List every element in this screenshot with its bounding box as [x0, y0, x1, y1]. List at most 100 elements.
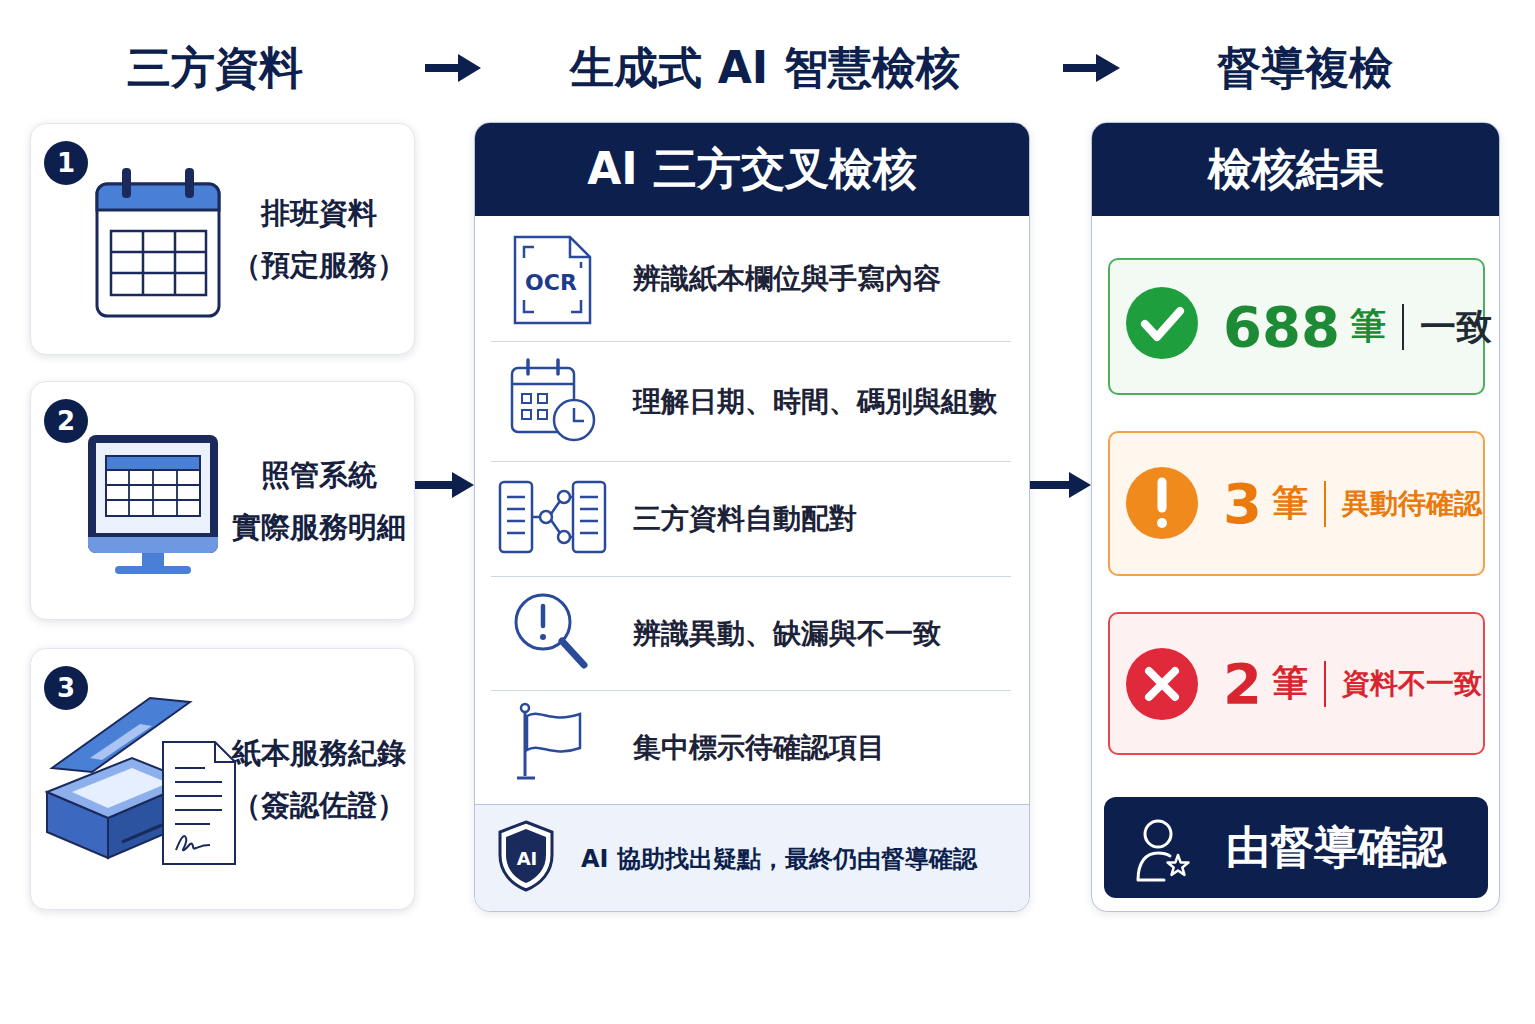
error-icon-part	[1126, 648, 1198, 720]
shield-icon	[500, 822, 552, 890]
column-heading: 三方資料	[127, 39, 303, 98]
warning-icon-part	[1157, 518, 1167, 528]
node-text: 照管系統	[261, 455, 377, 495]
step-row: 集中標示待確認項目	[491, 691, 1011, 804]
warning-icon	[1126, 467, 1198, 539]
text-holder: 3筆異動待確認	[1223, 433, 1482, 574]
text-holder: 紙本服務紀錄（簽認佐證）	[227, 649, 411, 909]
signed-document-icon-part	[176, 836, 210, 850]
node-text: 辨識異動、缺漏與不一致	[633, 615, 941, 653]
node-text: 一致	[1402, 304, 1492, 350]
supervisor-icon	[1138, 821, 1189, 880]
signed-document-icon-part	[215, 742, 235, 762]
node-text: AI 協助找出疑點，最終仍由督導確認	[581, 843, 977, 875]
result-box: 688筆一致	[1108, 258, 1485, 395]
warning-icon-part	[1158, 482, 1167, 508]
process-panel: AI 三方交叉檢核辨識紙本欄位與手寫內容理解日期、時間、碼別與組數三方資料自動配…	[474, 122, 1030, 912]
node-text: 筆	[1272, 659, 1308, 708]
supervisor-icon-part	[1168, 855, 1189, 875]
step-row: 辨識異動、缺漏與不一致	[491, 577, 1011, 691]
step-row: 辨識紙本欄位與手寫內容	[491, 216, 1011, 342]
monitor-icon-part	[115, 566, 191, 574]
shield-icon-part	[506, 829, 546, 883]
calendar-icon-part	[185, 168, 194, 198]
text-holder: 照管系統實際服務明細	[227, 382, 411, 619]
text-holder: 3	[44, 666, 88, 710]
signed-document-icon-part	[163, 742, 235, 864]
heading-arrow	[425, 54, 1120, 82]
monitor-icon-part	[88, 537, 218, 553]
node-text: （預定服務）	[232, 245, 406, 285]
node-text: 2	[1223, 654, 1262, 714]
column-heading: 督導複檢	[1217, 39, 1393, 98]
check-icon	[1126, 287, 1198, 359]
data-match-icon-part	[532, 497, 573, 537]
error-icon-part	[1149, 671, 1175, 697]
text-holder: 1	[44, 141, 88, 185]
monitor-icon	[88, 435, 218, 574]
signed-document-icon-part	[175, 768, 222, 824]
magnifier-alert-icon-part	[516, 595, 570, 649]
ocr-document-icon-part	[570, 237, 590, 257]
calendar-clock-icon-part	[528, 360, 558, 374]
calendar-clock-icon-part	[538, 410, 547, 419]
callout-number: 3	[44, 666, 88, 710]
monitor-icon-part	[96, 443, 210, 533]
ocr-document-icon-part	[515, 237, 590, 323]
calendar-icon	[97, 168, 219, 316]
magnifier-alert-icon-part	[562, 641, 584, 665]
action-button: 由督導確認	[1104, 797, 1488, 898]
data-match-icon-part	[507, 497, 525, 533]
scanner-icon-part	[47, 758, 192, 818]
node-text: 集中標示待確認項目	[633, 729, 885, 767]
signed-document-icon	[163, 742, 235, 864]
magnifier-alert-icon-part	[541, 606, 546, 626]
monitor-icon-part	[106, 456, 200, 516]
text-holder: 由督導確認	[1226, 797, 1446, 898]
node-text: AI 三方交叉檢核	[587, 140, 917, 199]
warning-icon-part	[1126, 467, 1198, 539]
calendar-icon-part	[97, 184, 219, 316]
node-text: 3	[57, 668, 75, 708]
flow-arrow	[1030, 481, 1069, 489]
node-text: （簽認佐證）	[232, 785, 406, 825]
ocr-document-icon-part	[524, 247, 581, 312]
column-heading: 生成式 AI 智慧檢核	[570, 39, 959, 98]
data-match-icon-part	[540, 511, 552, 523]
panel-header: AI 三方交叉檢核	[475, 123, 1029, 216]
text-holder: 2	[44, 399, 88, 443]
callout-number: 2	[44, 399, 88, 443]
node-text: 實際服務明細	[232, 507, 406, 547]
node-text: 筆	[1350, 302, 1386, 351]
step-row: 三方資料自動配對	[491, 462, 1011, 577]
text-holder: AI 協助找出疑點，最終仍由督導確認	[581, 805, 977, 912]
result-box: 3筆異動待確認	[1108, 431, 1485, 576]
node-text: 檢核結果	[1208, 140, 1384, 199]
monitor-icon-part	[106, 456, 200, 470]
calendar-clock-icon-part	[538, 394, 547, 403]
data-match-icon-part	[558, 531, 570, 543]
node-text: 筆	[1272, 479, 1308, 528]
calendar-clock-icon-part	[522, 410, 531, 419]
calendar-clock-icon-part	[512, 383, 574, 386]
supervisor-icon-part	[1138, 853, 1170, 880]
node-text: 由督導確認	[1226, 818, 1446, 877]
callout-number: 1	[44, 141, 88, 185]
scanner-icon-part	[52, 698, 190, 772]
calendar-clock-icon-part	[574, 408, 584, 421]
node-text: 辨識紙本欄位與手寫內容	[633, 260, 941, 298]
heading-arrow-part	[425, 64, 460, 72]
scanner-icon-part	[72, 768, 168, 808]
text-holder: 688筆一致	[1223, 260, 1492, 393]
magnifier-alert-icon	[516, 595, 584, 665]
ocr-document-icon	[515, 237, 590, 323]
node-text: 688	[1223, 297, 1340, 357]
calendar-clock-icon-part	[522, 394, 531, 403]
text-holder: 集中標示待確認項目	[633, 691, 885, 804]
text-holder: 理解日期、時間、碼別與組數	[633, 342, 997, 461]
supervisor-icon-part	[1145, 821, 1171, 847]
source-card: 紙本服務紀錄（簽認佐證） 3	[30, 648, 415, 910]
data-match-icon-part	[500, 482, 532, 552]
node-text: 排班資料	[261, 193, 377, 233]
